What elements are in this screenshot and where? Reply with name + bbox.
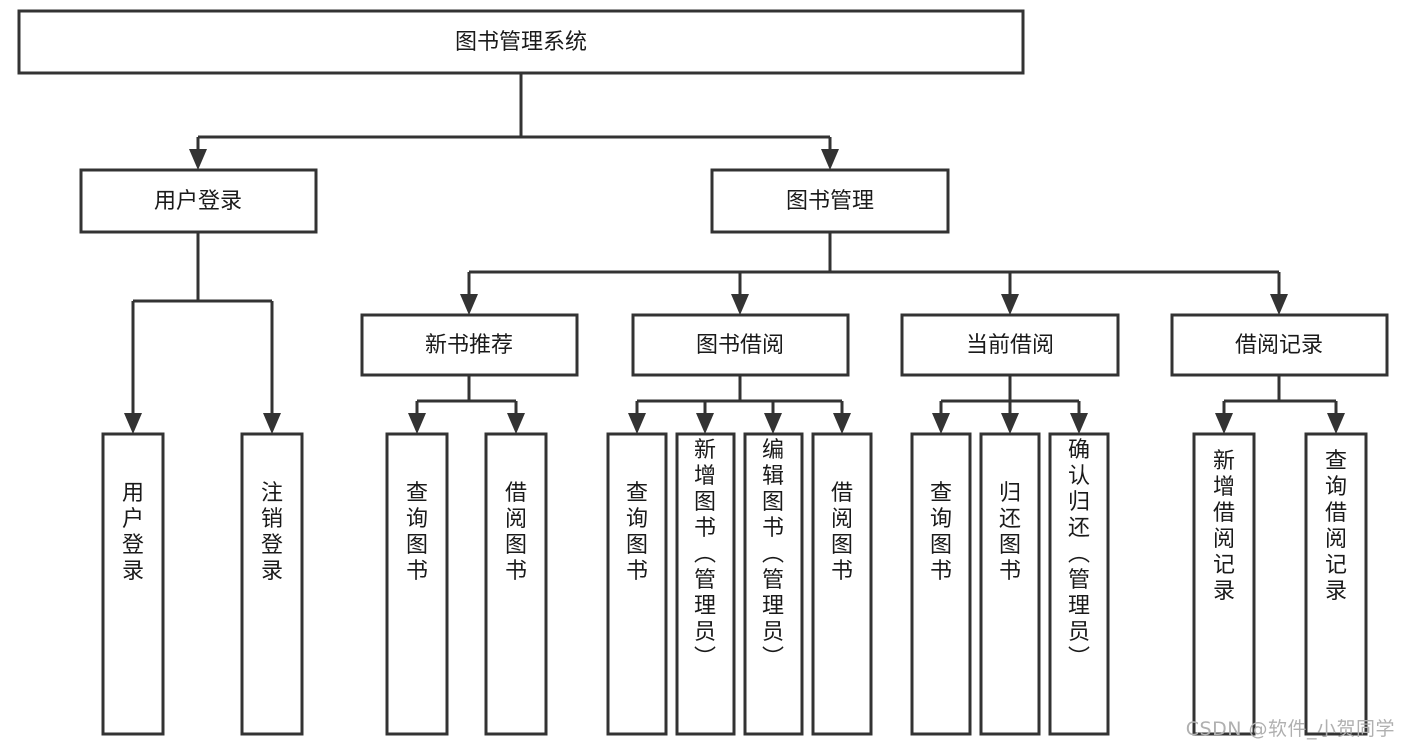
node-leaf-borrow-book-1-label: 借阅图书 <box>505 481 527 584</box>
node-leaf-query-book-1[interactable]: 查询图书 <box>385 432 449 736</box>
node-book-borrow[interactable]: 图书借阅 <box>631 313 850 377</box>
node-leaf-query-book-3-label: 查询图书 <box>930 481 952 584</box>
node-leaf-return-book[interactable]: 归还图书 <box>979 432 1041 736</box>
arrow-head-leaf-return-book <box>1001 413 1019 434</box>
node-leaf-return-book-label: 归还图书 <box>999 481 1021 584</box>
node-book-borrow-label: 图书借阅 <box>696 333 784 358</box>
arrow-head-borrow-record <box>1270 294 1288 315</box>
arrow-head-new-book-recommend <box>460 294 478 315</box>
arrow-head-leaf-user-login <box>124 413 142 434</box>
node-borrow-record[interactable]: 借阅记录 <box>1170 313 1389 377</box>
node-leaf-query-borrow-record-box[interactable] <box>1304 432 1368 736</box>
node-new-book-recommend-box[interactable] <box>360 313 579 377</box>
arrow-head-leaf-confirm-return <box>1070 413 1088 434</box>
arrow-head-leaf-query-book-1 <box>408 413 426 434</box>
node-leaf-add-borrow-record-box[interactable] <box>1192 432 1256 736</box>
node-leaf-add-book-label: 新增图书︵管理员︶ <box>694 438 716 671</box>
node-leaf-confirm-return-label: 确认归还︵管理员︶ <box>1068 438 1090 671</box>
arrow-head-leaf-edit-book <box>764 413 782 434</box>
node-leaf-user-login-box[interactable] <box>101 432 165 736</box>
arrow-head-leaf-borrow-book-2 <box>833 413 851 434</box>
node-book-management-label: 图书管理 <box>786 189 874 214</box>
node-borrow-record-box[interactable] <box>1170 313 1389 377</box>
arrow-head-leaf-query-book-3 <box>932 413 950 434</box>
node-new-book-recommend-label: 新书推荐 <box>425 333 513 358</box>
node-leaf-borrow-book-1[interactable]: 借阅图书 <box>484 432 548 736</box>
arrow-head-current-borrow <box>1001 294 1019 315</box>
node-leaf-confirm-return[interactable]: 确认归还︵管理员︶ <box>1048 432 1110 736</box>
node-leaf-edit-book-box[interactable] <box>743 432 804 736</box>
node-leaf-user-login[interactable]: 用户登录 <box>101 432 165 736</box>
node-leaf-add-book-box[interactable] <box>675 432 736 736</box>
node-leaf-add-borrow-record-label: 新增借阅记录 <box>1213 449 1235 604</box>
node-leaf-edit-book-label: 编辑图书︵管理员︶ <box>762 438 784 671</box>
node-root[interactable]: 图书管理系统 <box>17 9 1025 75</box>
arrow-head-book-borrow <box>731 294 749 315</box>
node-leaf-query-book-2-box[interactable] <box>606 432 668 736</box>
node-leaf-query-book-2[interactable]: 查询图书 <box>606 432 668 736</box>
arrow-head-leaf-add-borrow-record <box>1215 413 1233 434</box>
arrow-head-user-login <box>189 149 207 170</box>
node-root-label: 图书管理系统 <box>455 30 587 55</box>
node-leaf-confirm-return-box[interactable] <box>1048 432 1110 736</box>
node-leaf-logout-login-label: 注销登录 <box>261 481 283 584</box>
node-leaf-return-book-box[interactable] <box>979 432 1041 736</box>
node-leaf-query-book-3[interactable]: 查询图书 <box>910 432 972 736</box>
node-leaf-add-book[interactable]: 新增图书︵管理员︶ <box>675 432 736 736</box>
node-leaf-query-book-3-box[interactable] <box>910 432 972 736</box>
node-leaf-query-borrow-record-label: 查询借阅记录 <box>1325 449 1347 604</box>
node-user-login-box[interactable] <box>79 168 318 234</box>
node-book-management-box[interactable] <box>710 168 950 234</box>
arrow-head-leaf-query-borrow-record <box>1327 413 1345 434</box>
node-current-borrow-label: 当前借阅 <box>966 333 1054 358</box>
node-leaf-logout-login-box[interactable] <box>240 432 304 736</box>
arrow-head-book-management <box>821 149 839 170</box>
node-leaf-borrow-book-2-label: 借阅图书 <box>831 481 853 584</box>
node-leaf-edit-book[interactable]: 编辑图书︵管理员︶ <box>743 432 804 736</box>
node-leaf-borrow-book-2[interactable]: 借阅图书 <box>811 432 873 736</box>
node-new-book-recommend[interactable]: 新书推荐 <box>360 313 579 377</box>
node-book-management[interactable]: 图书管理 <box>710 168 950 234</box>
node-leaf-add-borrow-record[interactable]: 新增借阅记录 <box>1192 432 1256 736</box>
node-leaf-query-book-1-box[interactable] <box>385 432 449 736</box>
node-current-borrow-box[interactable] <box>900 313 1120 377</box>
node-user-login[interactable]: 用户登录 <box>79 168 318 234</box>
node-leaf-borrow-book-2-box[interactable] <box>811 432 873 736</box>
arrow-head-leaf-logout-login <box>263 413 281 434</box>
node-leaf-logout-login[interactable]: 注销登录 <box>240 432 304 736</box>
arrow-head-leaf-query-book-2 <box>628 413 646 434</box>
arrow-head-leaf-add-book <box>696 413 714 434</box>
connector-layer <box>124 73 1345 434</box>
node-book-borrow-box[interactable] <box>631 313 850 377</box>
node-root-box[interactable] <box>17 9 1025 75</box>
node-leaf-user-login-label: 用户登录 <box>122 481 144 584</box>
node-current-borrow[interactable]: 当前借阅 <box>900 313 1120 377</box>
node-borrow-record-label: 借阅记录 <box>1235 333 1323 358</box>
arrow-head-leaf-borrow-book-1 <box>507 413 525 434</box>
node-leaf-borrow-book-1-box[interactable] <box>484 432 548 736</box>
node-leaf-query-borrow-record[interactable]: 查询借阅记录 <box>1304 432 1368 736</box>
node-leaf-query-book-2-label: 查询图书 <box>626 481 648 584</box>
node-leaf-query-book-1-label: 查询图书 <box>406 481 428 584</box>
node-user-login-label: 用户登录 <box>154 189 242 214</box>
